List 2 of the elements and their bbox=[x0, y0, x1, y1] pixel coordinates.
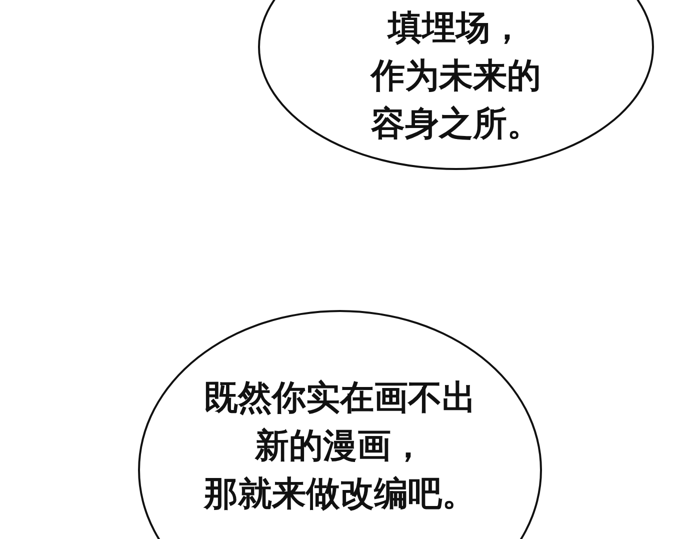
dialogue-text: 既然你实在画不出新的漫画，那就来做改编吧。 bbox=[202, 377, 477, 516]
dialogue-text: 填埋场，作为未来的容身之所。 bbox=[369, 7, 542, 146]
